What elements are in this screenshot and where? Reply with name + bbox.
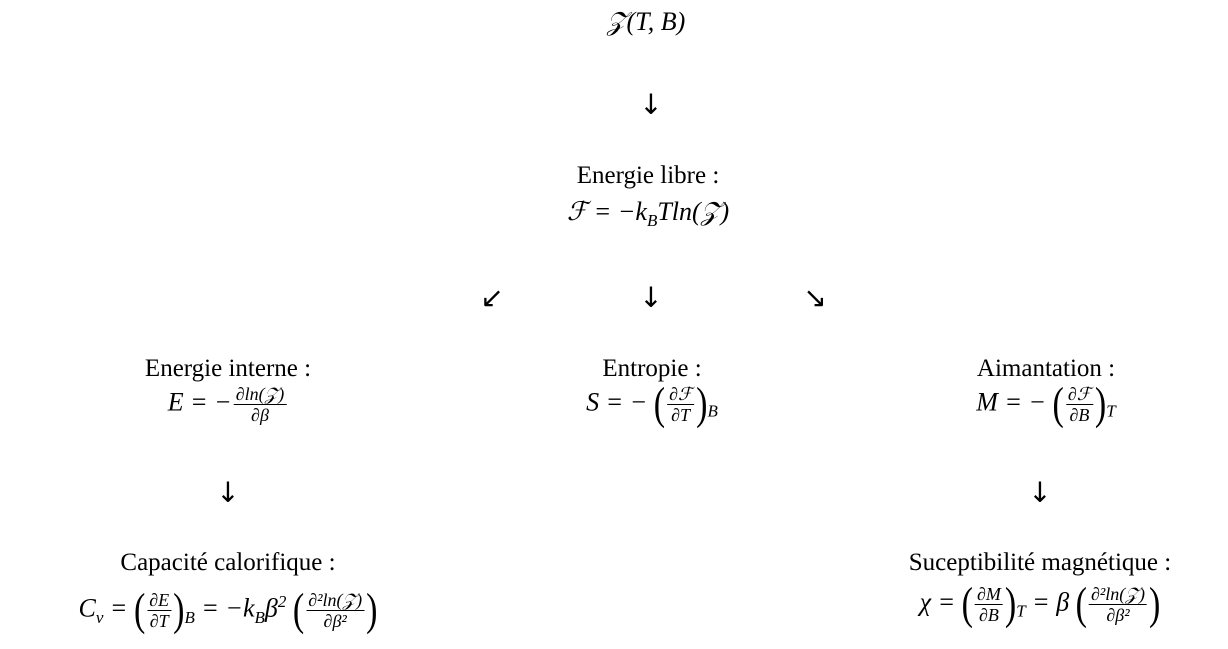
entropy-formula: S = − (∂ℱ∂T)B — [586, 378, 718, 429]
heat-capacity-label: Capacité calorifique : — [120, 549, 336, 576]
arrow-down-4: ↓ — [1028, 476, 1052, 509]
arrow-down-1: ↓ — [639, 88, 663, 121]
magnetization-label: Aimantation : — [976, 355, 1116, 382]
entropy-label: Entropie : — [602, 355, 702, 382]
free-energy-label: Energie libre : — [576, 162, 720, 189]
magnetization-formula: M = − (∂ℱ∂B)T — [976, 378, 1116, 429]
arrow-down-right: ↘ — [803, 281, 827, 314]
partition-function: 𝒵(T, B) — [607, 4, 686, 40]
arrow-down-2: ↓ — [639, 281, 663, 314]
internal-energy-label: Energie interne : — [144, 355, 312, 382]
susceptibility-formula: χ = (∂M∂B)T = β (∂²ln(𝒵)∂β²) — [919, 578, 1161, 629]
partition-function-formula: 𝒵(T, B) — [606, 7, 686, 36]
free-energy-formula: ℱ = −kBTln(𝒵) — [566, 197, 730, 231]
susceptibility-label: Suceptibilité magnétique : — [908, 549, 1172, 576]
arrow-down-3: ↓ — [216, 476, 240, 509]
arrow-down-left: ↙ — [480, 281, 504, 314]
heat-capacity-formula: Cv = (∂E∂T)B = −kBβ2 (∂²ln(𝒵)∂β²) — [78, 585, 378, 635]
internal-energy-formula: E = −∂ln(𝒵)∂β — [167, 384, 287, 425]
